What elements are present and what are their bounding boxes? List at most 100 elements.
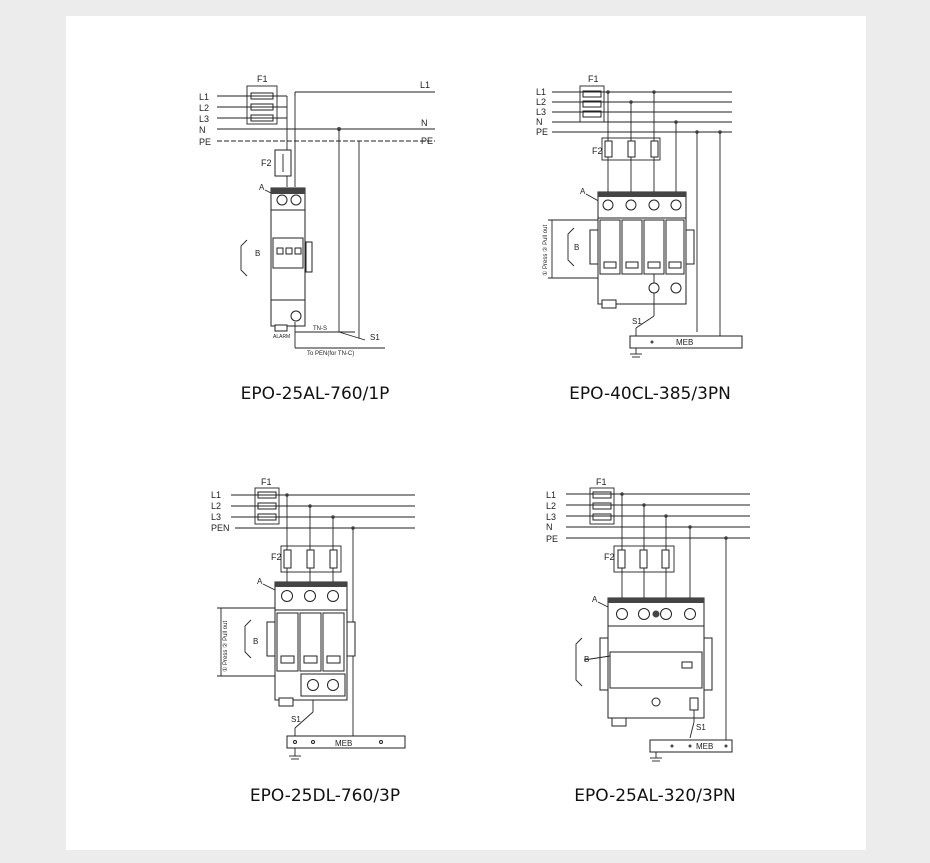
label-l3: L3 [546,512,556,522]
label-right-n: N [421,118,428,128]
label-s1: S1 [370,333,380,342]
label-l1: L1 [546,490,556,500]
din-clip-right [346,621,356,657]
terminal-dot [652,610,660,618]
fuse-f2-2 [639,549,648,569]
label-side: ① Press ② Pull out [542,225,549,276]
diagram-epo-40cl-385-3pn: F1 L1 L2 L3 N PE F2 A B ① Press ② P [530,70,750,360]
window-2 [625,261,639,269]
label-f2: F2 [261,158,272,168]
label-l2: L2 [199,103,209,113]
label-n: N [536,117,543,127]
spd-top-bar [271,188,305,194]
indicator-1 [276,247,284,255]
label-l2: L2 [211,501,221,511]
spd-top-bar [598,192,686,197]
din-clip-right [703,637,713,691]
terminal-1 [281,590,293,602]
caption-1: EPO-25AL-760/1P [240,384,390,404]
pointer-b [583,655,611,661]
label-to-pen: To PEN(for TN-C) [307,351,354,357]
terminal-4 [684,608,696,620]
din-rail [244,619,252,659]
label-f2: F2 [604,552,615,562]
fuse-f1-l1 [592,491,612,499]
din-clip-right [685,229,695,265]
fuse-f1-l3 [582,110,602,118]
window-2 [303,655,318,664]
label-pe: PE [536,127,548,137]
switch-s1 [294,711,314,729]
label-f1: F1 [261,477,272,487]
meb-point-1 [670,744,674,748]
terminal-1 [602,199,614,211]
label-f1: F1 [596,477,607,487]
fuse-f1-box [246,85,278,125]
label-l1: L1 [199,92,209,102]
label-s1: S1 [632,317,642,326]
label-alarm: ALARM [273,334,290,340]
content-panel [66,16,866,850]
meb-point-1 [650,340,654,344]
window-3 [326,655,341,664]
label-l2: L2 [536,97,546,107]
alarm-connector [274,324,288,332]
din-rail [567,227,575,267]
fuse-f1-l3 [592,513,612,521]
window-4 [668,261,682,269]
terminal-pe-1 [648,282,660,294]
fuse-f2-box [613,545,675,573]
din-clip-left [589,229,599,265]
label-n: N [199,125,206,135]
fuse-f2-3 [661,549,670,569]
label-f2: F2 [271,552,282,562]
terminal-3 [660,608,672,620]
diagram-epo-25al-320-3pn: F1 L1 L2 L3 N PE F2 A B S1 MEB [540,476,760,766]
switch-s1 [689,721,695,739]
terminal-screw-2 [290,194,302,206]
label-f1: F1 [588,74,599,84]
label-l1: L1 [211,490,221,500]
label-tn-s: TN-S [313,326,327,332]
meb-point-2 [311,740,315,744]
din-rail [240,239,248,277]
window-3 [647,261,661,269]
terminal-pe-2 [670,282,682,294]
terminal-screw-pe [290,310,302,322]
caption-3: EPO-25DL-760/3P [249,786,401,806]
wiring-diagram-2: F1 L1 L2 L3 N PE F2 A B ① Press ② P [536,74,743,358]
cartridge-2 [621,219,643,275]
label-a: A [259,183,265,192]
wiring-diagram-1: F1 L1 L2 L3 N PE L1 N PE F2 A B ALARM TN… [199,74,435,357]
terminal-pe-1 [307,679,319,691]
fuse-f1-l2 [582,100,602,108]
fuse-f2-2 [627,140,636,158]
status-indicator [681,661,693,669]
alarm-connector [601,299,617,309]
wiring-diagram-3: F1 L1 L2 L3 PEN F2 A B ① Press ② Pull ou… [211,477,415,760]
cartridge-4 [665,219,685,275]
fuse-f2-1 [604,140,613,158]
fuse-f2-1 [617,549,626,569]
fuse-f2-3 [329,549,338,569]
spd-top-bar [275,582,347,587]
label-s1: S1 [696,723,706,732]
label-pe: PE [199,137,211,147]
fuse-f2-box [601,137,661,161]
meb-bar [629,335,743,349]
label-n: N [546,522,553,532]
terminal-1 [616,608,628,620]
switch-s1 [338,331,366,341]
terminal-3 [648,199,660,211]
din-clip-left [599,637,609,691]
label-meb: MEB [676,338,693,347]
fuse-f2-2 [306,549,315,569]
fuse-f2-box [280,545,342,573]
label-right-l1: L1 [420,80,430,90]
label-pe: PE [546,534,558,544]
spd-window [609,651,703,689]
meb-point-2 [688,744,692,748]
label-l2: L2 [546,501,556,511]
label-a: A [580,187,586,196]
label-meb: MEB [335,739,352,748]
